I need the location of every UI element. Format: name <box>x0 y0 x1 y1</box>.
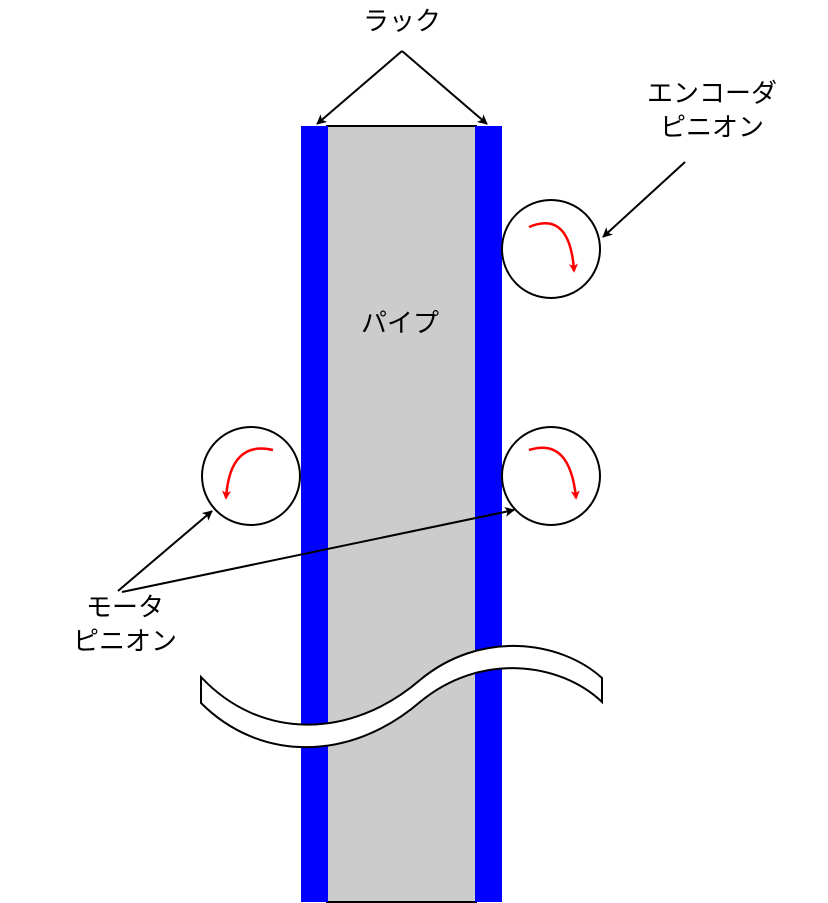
rack-label: ラック <box>362 7 441 37</box>
motor-pinion-arrow-left <box>117 510 213 592</box>
encoder-rotation-arrow-icon <box>528 222 579 273</box>
encoder-pinion-label-line2: ピニオン <box>659 113 764 143</box>
rack-arrow-left <box>316 50 403 125</box>
motor-pinion-right-circle <box>501 426 601 526</box>
motor-right-rotation-arrow-icon <box>528 446 580 500</box>
break-symbol <box>200 644 603 748</box>
motor-pinion-label-line2: ピニオン <box>72 627 177 657</box>
encoder-pinion <box>501 199 601 299</box>
motor-pinion-left <box>201 426 301 526</box>
encoder-pinion-label-line1: エンコーダ <box>646 79 777 109</box>
motor-pinion-label-line1: モータ <box>85 593 164 623</box>
rack-arrow-right <box>401 50 488 125</box>
encoder-pinion-label: エンコーダ ピニオン <box>622 77 802 145</box>
pipe-label: パイプ <box>360 309 439 339</box>
motor-pinion-right <box>501 426 601 526</box>
motor-pinion-left-circle <box>201 426 301 526</box>
encoder-pinion-circle <box>501 199 601 299</box>
motor-pinion-arrow-right <box>121 506 515 593</box>
motor-left-rotation-arrow-icon <box>222 447 274 500</box>
pipe-body <box>326 125 477 903</box>
rack-left <box>301 126 328 902</box>
encoder-pinion-arrow <box>602 161 686 238</box>
motor-pinion-label: モータ ピニオン <box>40 591 210 659</box>
